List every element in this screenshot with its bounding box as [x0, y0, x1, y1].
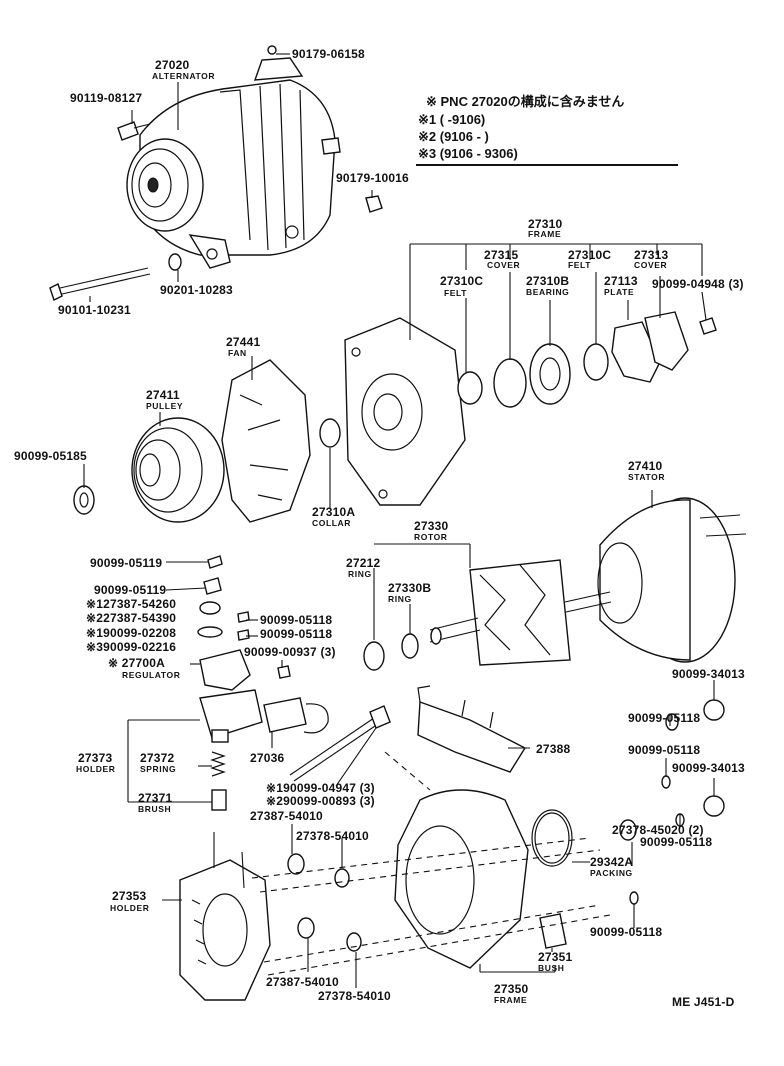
- label-27378-45020: 27378-45020 (2): [612, 823, 704, 837]
- label-27113-name: PLATE: [604, 287, 634, 297]
- label-27310C-b: 27310C: [568, 248, 611, 262]
- label-27378-54010-a: 27378-54010: [296, 829, 369, 843]
- stator-and-rotor: [363, 497, 747, 671]
- label-27372: 27372: [140, 751, 174, 765]
- rear-parts: [179, 685, 725, 1001]
- label-27310C-a-name: FELT: [444, 288, 467, 298]
- label-27310B: 27310B: [526, 274, 569, 288]
- label-27372-name: SPRING: [140, 764, 176, 774]
- notes-block: ※ PNC 27020の構成に含みません ※1 ( -9106) ※2 (910…: [416, 94, 678, 166]
- label-27411: 27411: [146, 388, 180, 402]
- label-27410: 27410: [628, 459, 662, 473]
- label-27387-54010-a: 27387-54010: [250, 809, 323, 823]
- label-29342A: 29342A: [590, 855, 633, 869]
- label-90099-05118-c: 90099-05118: [628, 711, 700, 725]
- bolts-top: [49, 121, 383, 301]
- label-90099-05118-a: 90099-05118: [260, 613, 332, 627]
- label-27315: 27315: [484, 248, 518, 262]
- label-27330B-name: RING: [388, 594, 412, 604]
- label-27373: 27373: [78, 751, 112, 765]
- label-27387-54010-b: 27387-54010: [266, 975, 339, 989]
- fan-and-pulley: [73, 359, 341, 523]
- label-27330-name: ROTOR: [414, 532, 448, 542]
- label-90099-00893: ※290099-00893 (3): [266, 794, 375, 808]
- label-27700A-name: REGULATOR: [122, 670, 180, 680]
- label-90099-05118-e: 90099-05118: [640, 835, 712, 849]
- label-27310-name: FRAME: [528, 229, 561, 239]
- label-27310: 27310: [528, 217, 562, 231]
- label-27387-54260: ※127387-54260: [86, 597, 176, 611]
- label-90201-10283: 90201-10283: [160, 283, 233, 297]
- label-90099-05118-f: 90099-05118: [590, 925, 662, 939]
- label-27036: 27036: [250, 751, 284, 765]
- label-27310A: 27310A: [312, 505, 355, 519]
- label-27378-54010-b: 27378-54010: [318, 989, 391, 1003]
- label-27212: 27212: [346, 556, 380, 570]
- label-27350: 27350: [494, 982, 528, 996]
- label-90099-02208: ※190099-02208: [86, 626, 176, 640]
- diagram-code: ME J451-D: [672, 995, 735, 1009]
- part-labels: 90179-06158 27020 ALTERNATOR 90119-08127…: [14, 47, 745, 1009]
- label-27388: 27388: [536, 742, 570, 756]
- label-27020: 27020: [155, 58, 189, 72]
- label-90099-05119-a: 90099-05119: [90, 556, 162, 570]
- label-27371: 27371: [138, 791, 172, 805]
- label-27313-name: COVER: [634, 260, 667, 270]
- label-90099-05118-d: 90099-05118: [628, 743, 700, 757]
- label-90099-02216: ※390099-02216: [86, 640, 176, 654]
- label-27387-54390: ※227387-54390: [86, 611, 176, 625]
- label-27310B-name: BEARING: [526, 287, 569, 297]
- label-27310C-b-name: FELT: [568, 260, 591, 270]
- label-27411-name: PULLEY: [146, 401, 183, 411]
- label-90099-04948: 90099-04948 (3): [652, 277, 744, 291]
- drive-end-frame: [344, 311, 717, 506]
- note-line-2: ※1 ( -9106): [418, 112, 485, 127]
- label-90099-04947: ※190099-04947 (3): [266, 781, 375, 795]
- label-29342A-name: PACKING: [590, 868, 633, 878]
- label-27330: 27330: [414, 519, 448, 533]
- label-27371-name: BRUSH: [138, 804, 171, 814]
- label-27700A: ※ 27700A: [108, 656, 165, 670]
- label-90179-06158: 90179-06158: [292, 47, 365, 61]
- label-90099-05119-b: 90099-05119: [94, 583, 166, 597]
- label-90101-10231: 90101-10231: [58, 303, 131, 317]
- note-line-1: ※ PNC 27020の構成に含みません: [426, 94, 624, 109]
- label-27020-name: ALTERNATOR: [152, 71, 215, 81]
- label-27351: 27351: [538, 950, 572, 964]
- label-27351-name: BUSH: [538, 963, 565, 973]
- label-27330B: 27330B: [388, 581, 431, 595]
- note-line-3: ※2 (9106 - ): [418, 129, 489, 144]
- label-27410-name: STATOR: [628, 472, 665, 482]
- label-27350-name: FRAME: [494, 995, 527, 1005]
- label-90099-34013-b: 90099-34013: [672, 761, 745, 775]
- label-27441: 27441: [226, 335, 260, 349]
- note-line-4: ※3 (9106 - 9306): [418, 146, 518, 161]
- label-27310A-name: COLLAR: [312, 518, 351, 528]
- label-27212-name: RING: [348, 569, 372, 579]
- leader-lines: [83, 53, 715, 988]
- label-27353-name: HOLDER: [110, 903, 150, 913]
- label-90119-08127: 90119-08127: [70, 91, 142, 105]
- label-27353: 27353: [112, 889, 146, 903]
- label-90179-10016: 90179-10016: [336, 171, 409, 185]
- label-27441-name: FAN: [228, 348, 247, 358]
- label-27310C-a: 27310C: [440, 274, 483, 288]
- label-90099-05185: 90099-05185: [14, 449, 87, 463]
- label-27113: 27113: [604, 274, 638, 288]
- label-27315-name: COVER: [487, 260, 520, 270]
- label-90099-05118-b: 90099-05118: [260, 627, 332, 641]
- label-27313: 27313: [634, 248, 668, 262]
- label-90099-34013-a: 90099-34013: [672, 667, 745, 681]
- regulator-parts: [197, 555, 391, 811]
- alternator-assembly: [126, 45, 341, 269]
- label-27373-name: HOLDER: [76, 764, 116, 774]
- label-90099-00937: 90099-00937 (3): [244, 645, 336, 659]
